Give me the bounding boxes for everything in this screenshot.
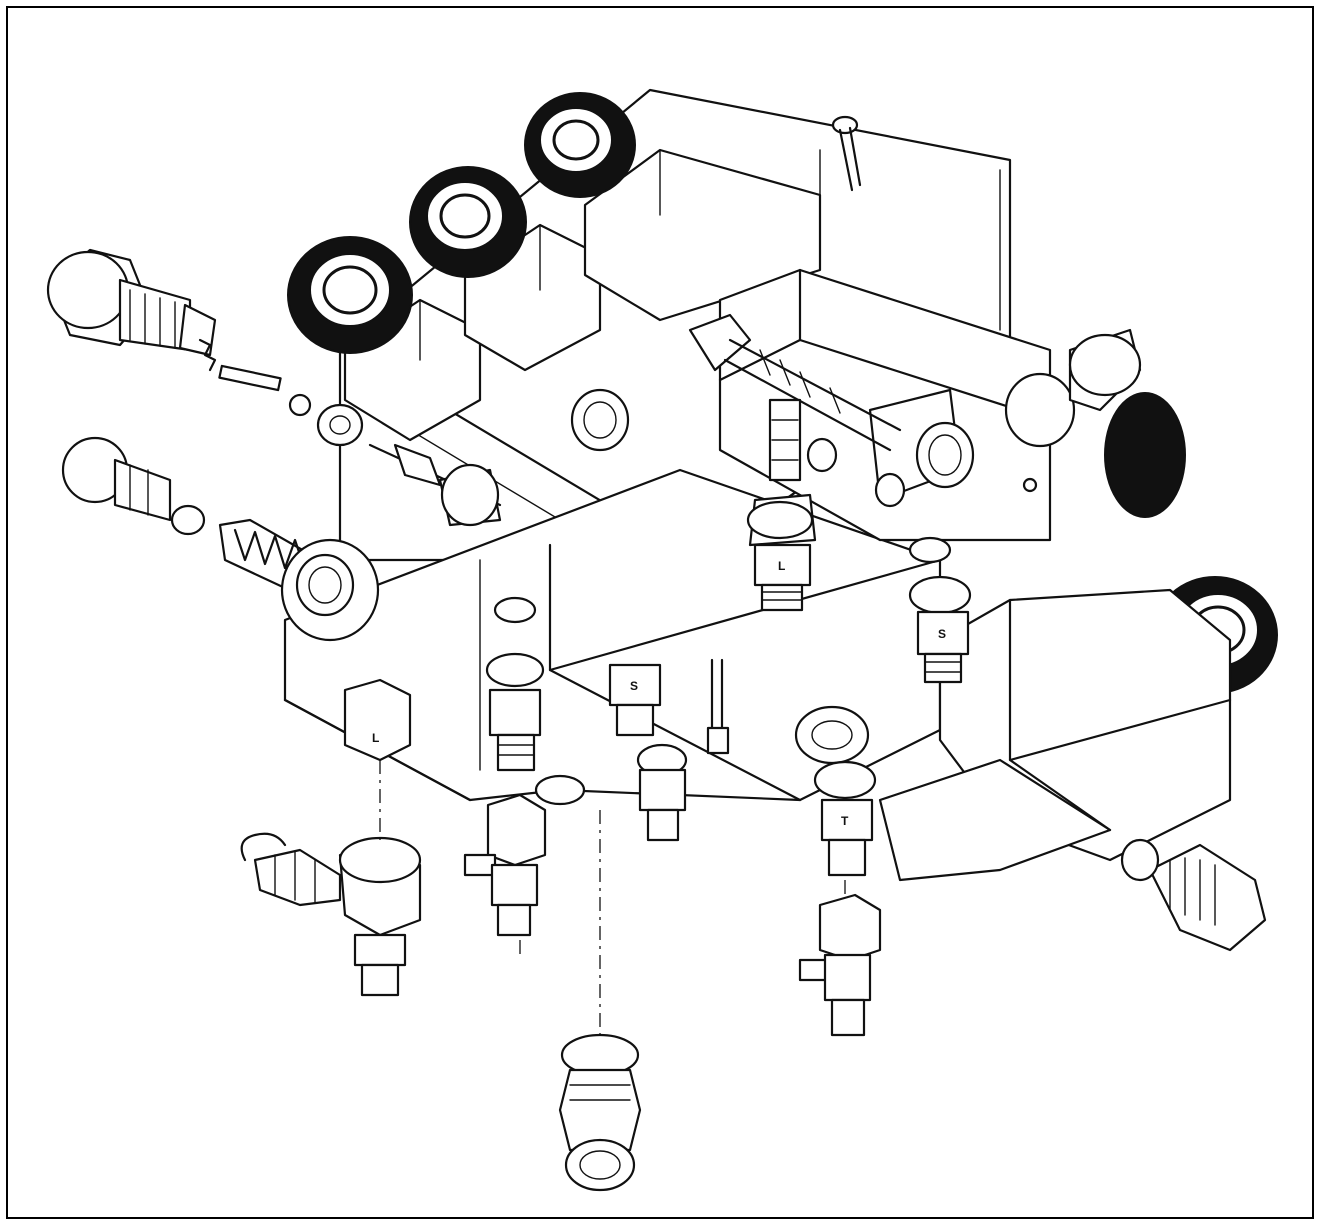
- port-label-left-1: L: [778, 559, 785, 573]
- check-valve-right: [1120, 838, 1267, 952]
- right-valve-module: [718, 268, 1052, 542]
- fitting-s-lower: S: [608, 663, 688, 842]
- connector-cap-4: [1104, 392, 1186, 518]
- spool-cartridge: [688, 313, 902, 482]
- right-solenoid-housing: [878, 588, 1232, 882]
- connector-cap-1: [287, 236, 413, 354]
- fitting-s-upper: S: [908, 575, 972, 684]
- connector-cap-3: [524, 92, 636, 198]
- right-plug-upper: [1004, 328, 1142, 448]
- fitting-t: T: [813, 760, 877, 877]
- bottom-adapter: [558, 1033, 642, 1192]
- port-holes: [493, 388, 952, 806]
- left-spring-cartridge: [218, 518, 380, 642]
- fitting-mid-left: [485, 652, 545, 772]
- black-connector-caps: [287, 92, 1278, 694]
- center-screw: [706, 658, 730, 755]
- connector-cap-2: [409, 166, 527, 278]
- left-pin-and-ball: [218, 364, 364, 447]
- port-label-left-2: L: [372, 731, 379, 745]
- assembly-centerlines: [379, 760, 846, 1040]
- elbow-fitting-right: [798, 893, 882, 1037]
- port-label-s-1: S: [938, 627, 946, 641]
- left-pilot-pin: [368, 443, 502, 527]
- fitting-bottom-left-l: L: [343, 678, 412, 762]
- left-plug-upper: [46, 248, 217, 372]
- left-plug-lower: [61, 436, 206, 536]
- port-label-t: T: [841, 814, 849, 828]
- port-label-s-2: S: [630, 679, 638, 693]
- top-screw: [831, 115, 862, 192]
- test-point-coupling: [240, 832, 422, 997]
- fitting-left-l: L: [746, 493, 817, 612]
- elbow-fitting-mid: [463, 793, 547, 937]
